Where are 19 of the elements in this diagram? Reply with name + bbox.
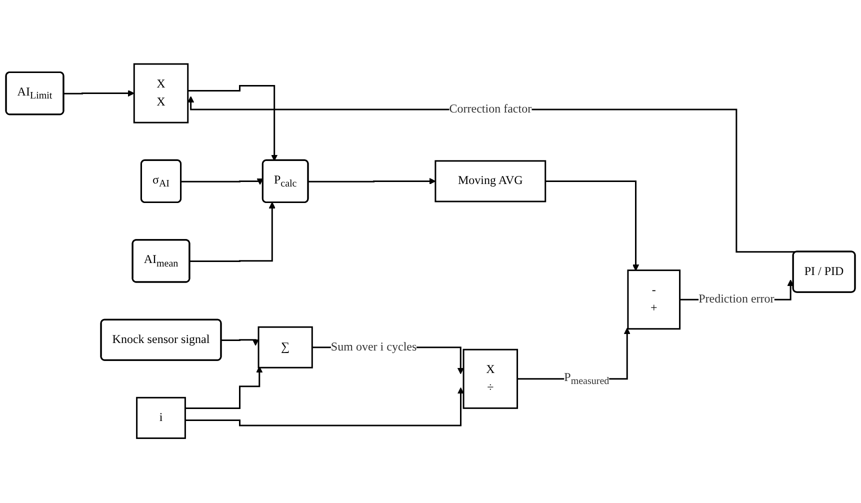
node-box: X X	[133, 64, 189, 124]
arrow	[181, 178, 264, 186]
node-box: X ÷	[462, 349, 518, 410]
node-box: ∑	[258, 326, 313, 369]
node-box: - +	[627, 270, 681, 330]
arrow	[185, 366, 263, 410]
arrow	[545, 180, 640, 272]
arrow	[190, 202, 276, 262]
edge-label: Correction factor	[449, 103, 532, 116]
arrow	[64, 90, 134, 97]
edge-label: Prediction error	[698, 293, 774, 306]
edge-label: Sum over i cycles	[330, 340, 417, 354]
arrow	[185, 388, 464, 427]
node-box: Moving AVG	[434, 160, 546, 203]
node-box: i	[136, 397, 186, 440]
arrow	[221, 339, 259, 346]
arrow	[188, 85, 278, 162]
arrow	[308, 178, 436, 185]
edge-label: P$_{measured}$	[564, 372, 610, 387]
